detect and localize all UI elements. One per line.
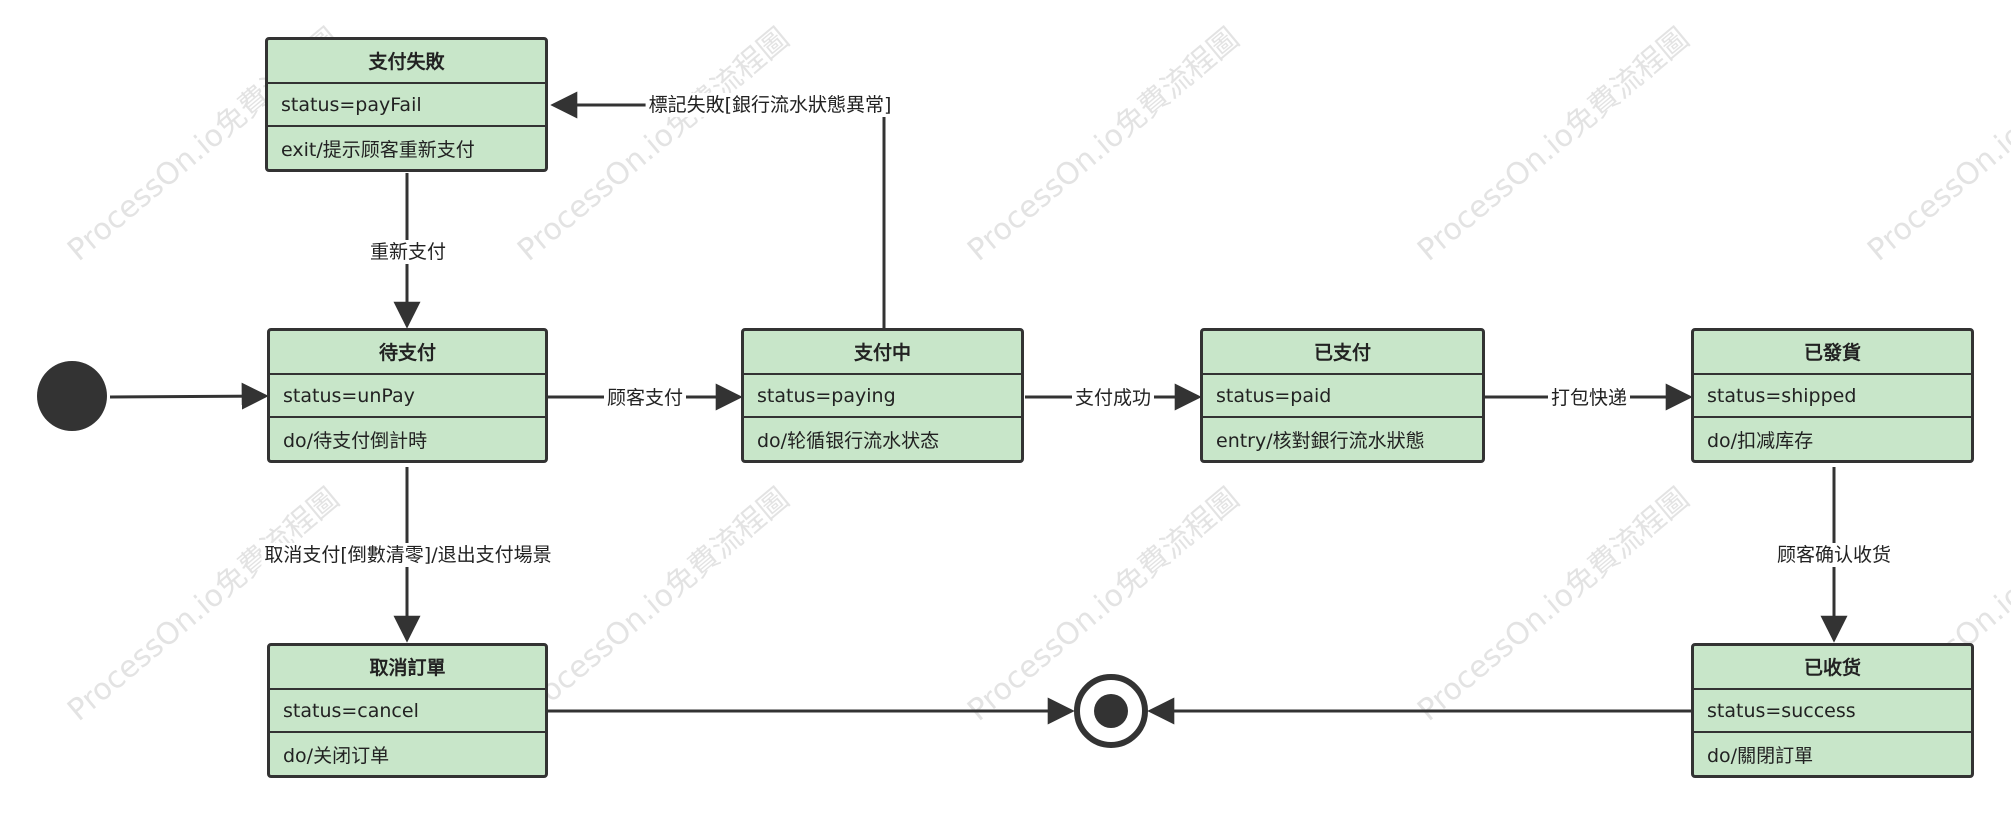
state-shipped: 已發貨 status=shipped do/扣减库存 — [1691, 328, 1974, 463]
state-cancel: 取消訂單 status=cancel do/关闭订单 — [267, 643, 548, 778]
state-action: do/轮循银行流水状态 — [744, 416, 1021, 460]
state-paid: 已支付 status=paid entry/核對銀行流水狀態 — [1200, 328, 1485, 463]
final-state-inner-dot — [1094, 694, 1128, 728]
transition-label-pay-success: 支付成功 — [1071, 386, 1155, 410]
state-status: status=paying — [744, 372, 1021, 417]
state-title: 取消訂單 — [369, 657, 446, 680]
state-title: 已發貨 — [1803, 342, 1861, 365]
initial-state-node — [37, 361, 107, 431]
state-paying: 支付中 status=paying do/轮循银行流水状态 — [741, 328, 1024, 463]
state-status: status=unPay — [270, 372, 545, 417]
edge-paying-to-payfail — [550, 91, 886, 328]
state-action: do/关闭订单 — [270, 731, 545, 775]
state-unpay: 待支付 status=unPay do/待支付倒計時 — [267, 328, 548, 463]
state-action: do/關閉訂單 — [1694, 731, 1971, 775]
state-status: status=cancel — [270, 687, 545, 732]
state-status: status=paid — [1203, 372, 1482, 417]
state-action: do/待支付倒計時 — [270, 416, 545, 460]
transition-label-customer-pay: 顾客支付 — [603, 386, 687, 410]
state-title: 支付中 — [853, 342, 911, 365]
transition-label-repay: 重新支付 — [366, 240, 450, 264]
edge-start-to-unpay — [109, 382, 269, 410]
state-title: 已收货 — [1803, 657, 1861, 680]
state-action: do/扣减库存 — [1694, 416, 1971, 460]
state-action: exit/提示顾客重新支付 — [268, 125, 545, 169]
state-action: entry/核對銀行流水狀態 — [1203, 416, 1482, 460]
transition-label-mark-fail: 標記失敗[銀行流水狀態異常] — [645, 93, 895, 117]
state-status: status=shipped — [1694, 372, 1971, 417]
transition-label-cancel-pay: 取消支付[倒數清零]/退出支付場景 — [261, 543, 555, 567]
state-title: 支付失敗 — [368, 51, 445, 74]
transition-label-pack-ship: 打包快递 — [1547, 386, 1631, 410]
state-payfail: 支付失敗 status=payFail exit/提示顾客重新支付 — [265, 37, 548, 172]
transition-label-confirm-receipt: 顾客确认收货 — [1773, 543, 1895, 567]
state-title: 待支付 — [378, 342, 436, 365]
state-success: 已收货 status=success do/關閉訂單 — [1691, 643, 1974, 778]
state-status: status=success — [1694, 687, 1971, 732]
state-status: status=payFail — [268, 81, 545, 126]
state-title: 已支付 — [1313, 342, 1371, 365]
